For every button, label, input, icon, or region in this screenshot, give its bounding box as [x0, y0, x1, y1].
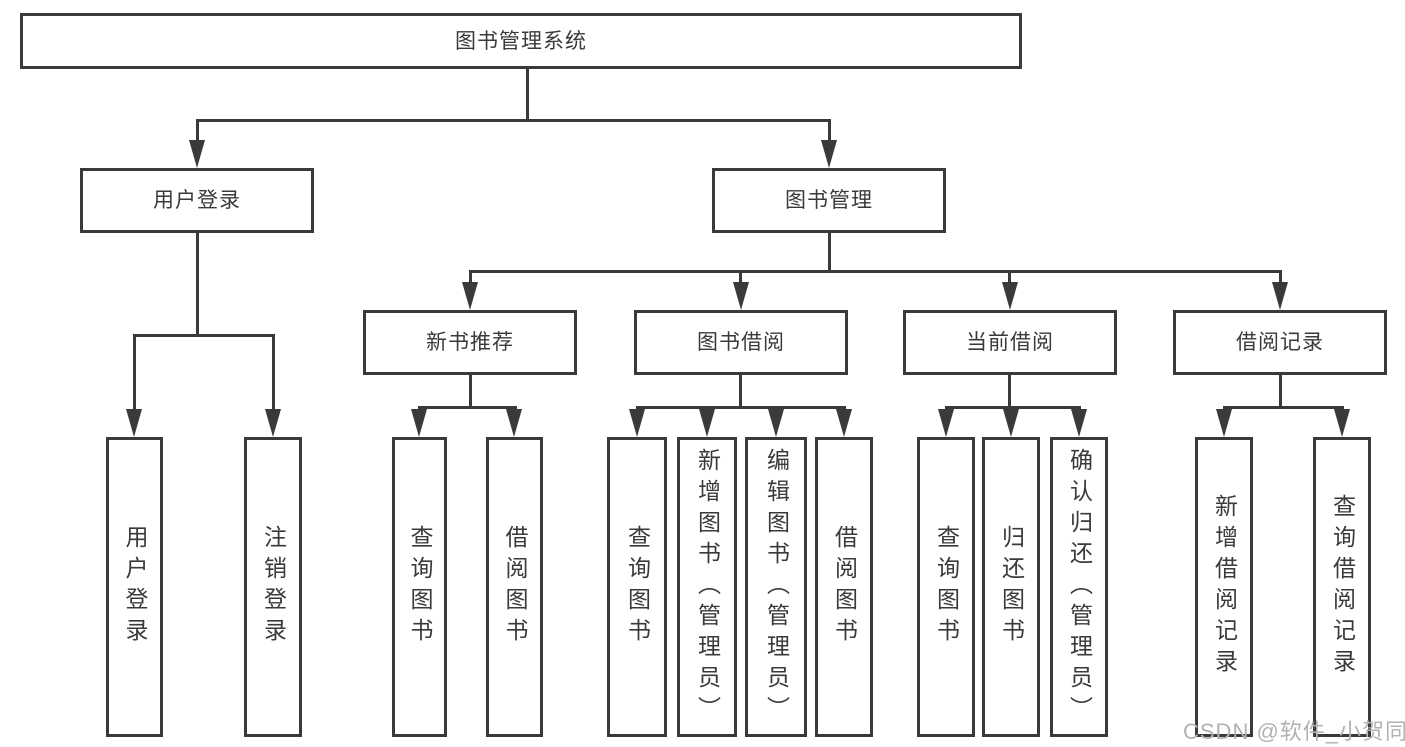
arrowhead-down-icon	[733, 282, 749, 310]
leaf-return-books: 归还图书	[982, 437, 1040, 737]
connector-line-horizontal	[1223, 406, 1344, 409]
node-borrow-records-label: 借阅记录	[1236, 331, 1324, 354]
arrowhead-down-icon	[126, 409, 142, 437]
connector-line-vertical	[739, 270, 742, 284]
leaf-user-login-label: 用户登录	[122, 525, 148, 649]
arrowhead-down-icon	[265, 409, 281, 437]
leaf-add-borrow-record-label: 新增借阅记录	[1211, 494, 1238, 680]
leaf-logout-label: 注销登录	[260, 525, 287, 649]
connector-line-horizontal	[133, 334, 275, 337]
arrowhead-down-icon	[1002, 282, 1018, 310]
arrowhead-down-icon	[506, 409, 522, 437]
leaf-query-books-current-label: 查询图书	[933, 525, 960, 649]
node-book-management-label: 图书管理	[785, 189, 873, 212]
leaf-query-books-current: 查询图书	[917, 437, 975, 737]
node-book-borrow-label: 图书借阅	[697, 331, 785, 354]
connector-line-vertical	[828, 119, 831, 145]
connector-line-vertical	[133, 334, 136, 412]
leaf-logout: 注销登录	[244, 437, 302, 737]
leaf-return-books-label: 归还图书	[998, 525, 1025, 649]
arrowhead-down-icon	[836, 409, 852, 437]
connector-line-horizontal	[418, 406, 517, 409]
connector-line-horizontal	[945, 406, 1081, 409]
leaf-borrow-books-borrow: 借阅图书	[815, 437, 873, 737]
leaf-add-book-admin: 新增图书（管理员）	[677, 437, 737, 737]
leaf-add-book-admin-label: 新增图书（管理员）	[694, 447, 721, 727]
connector-line-vertical	[1279, 373, 1282, 408]
node-current-borrow: 当前借阅	[903, 310, 1117, 375]
leaf-query-books-recommend: 查询图书	[392, 437, 447, 737]
leaf-query-books-recommend-label: 查询图书	[407, 525, 433, 649]
leaf-edit-book-admin: 编辑图书（管理员）	[745, 437, 807, 737]
node-root: 图书管理系统	[20, 13, 1022, 69]
arrowhead-down-icon	[1272, 282, 1288, 310]
connector-line-vertical	[469, 373, 472, 408]
node-book-borrow: 图书借阅	[634, 310, 848, 375]
arrowhead-down-icon	[1216, 409, 1232, 437]
connector-line-vertical	[1279, 270, 1282, 284]
arrowhead-down-icon	[1071, 409, 1087, 437]
arrowhead-down-icon	[462, 282, 478, 310]
node-new-book-recommend: 新书推荐	[363, 310, 577, 375]
leaf-confirm-return-admin: 确认归还（管理员）	[1050, 437, 1108, 737]
connector-line-horizontal	[636, 406, 846, 409]
connector-line-vertical	[526, 69, 529, 121]
node-root-label: 图书管理系统	[455, 29, 587, 53]
leaf-query-borrow-record-label: 查询借阅记录	[1329, 494, 1356, 680]
leaf-query-books-borrow: 查询图书	[607, 437, 667, 737]
connector-line-horizontal	[196, 119, 831, 122]
arrowhead-down-icon	[1003, 409, 1019, 437]
node-user-login: 用户登录	[80, 168, 314, 233]
leaf-user-login: 用户登录	[106, 437, 163, 737]
connector-line-vertical	[1008, 270, 1011, 284]
connector-line-vertical	[196, 233, 199, 336]
node-book-management: 图书管理	[712, 168, 946, 233]
connector-line-vertical	[469, 270, 472, 284]
node-borrow-records: 借阅记录	[1173, 310, 1387, 375]
arrowhead-down-icon	[411, 409, 427, 437]
leaf-edit-book-admin-label: 编辑图书（管理员）	[763, 447, 790, 727]
arrowhead-down-icon	[1334, 409, 1350, 437]
leaf-query-borrow-record: 查询借阅记录	[1313, 437, 1371, 737]
connector-line-vertical	[272, 334, 275, 412]
leaf-borrow-books-borrow-label: 借阅图书	[831, 525, 858, 649]
connector-line-horizontal	[469, 270, 1282, 273]
leaf-borrow-books-recommend: 借阅图书	[486, 437, 543, 737]
arrowhead-down-icon	[189, 140, 205, 168]
leaf-borrow-books-recommend-label: 借阅图书	[502, 525, 528, 649]
node-current-borrow-label: 当前借阅	[966, 331, 1054, 354]
connector-line-vertical	[828, 233, 831, 272]
node-new-book-recommend-label: 新书推荐	[426, 331, 514, 354]
arrowhead-down-icon	[768, 409, 784, 437]
connector-line-vertical	[739, 373, 742, 408]
arrowhead-down-icon	[629, 409, 645, 437]
watermark-text: CSDN @软件_小贺同学	[1183, 719, 1405, 744]
leaf-confirm-return-admin-label: 确认归还（管理员）	[1066, 447, 1093, 727]
arrowhead-down-icon	[699, 409, 715, 437]
connector-line-vertical	[1008, 373, 1011, 408]
leaf-add-borrow-record: 新增借阅记录	[1195, 437, 1253, 737]
node-user-login-label: 用户登录	[153, 189, 241, 212]
connector-line-vertical	[196, 119, 199, 145]
arrowhead-down-icon	[821, 140, 837, 168]
arrowhead-down-icon	[938, 409, 954, 437]
leaf-query-books-borrow-label: 查询图书	[624, 525, 651, 649]
